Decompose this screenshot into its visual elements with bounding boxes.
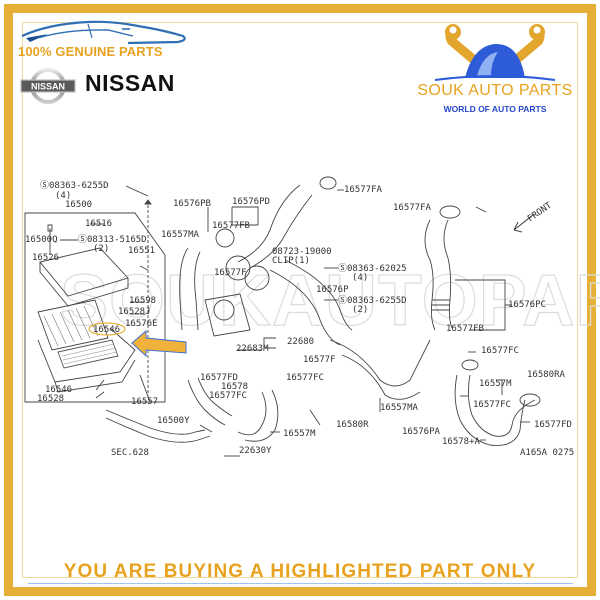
part-label: 16500Q (25, 235, 58, 245)
part-label: 16576PD (232, 197, 270, 207)
wrench-dome-icon (434, 24, 556, 81)
part-label: 16576E (125, 319, 158, 329)
part-label: 16577F (214, 268, 247, 278)
part-label: 16577FD (534, 420, 572, 430)
part-label: 16557MA (380, 403, 419, 413)
part-label: (4) (352, 273, 368, 283)
nissan-badge-text: NISSAN (31, 82, 65, 92)
front-label: FRONT (526, 200, 554, 224)
part-label: 16577FC (473, 400, 511, 410)
part-label: 16577FB (446, 324, 484, 334)
part-label: 16528J (118, 307, 151, 317)
make-name: NISSAN (85, 70, 175, 96)
part-label: SEC.628 (111, 448, 149, 458)
part-label: 16500 (65, 200, 92, 210)
part-label: 16576PA (402, 427, 441, 437)
part-label: 16551 (128, 246, 155, 256)
part-label: 16580R (336, 420, 369, 430)
part-label: 22680 (287, 337, 314, 347)
highlighted-part-label: 16546 (93, 325, 120, 335)
part-label: 16577FC (286, 373, 324, 383)
highlight-ring (88, 322, 126, 336)
part-label: 16516 (85, 219, 112, 229)
part-label: 16577FC (209, 391, 247, 401)
part-label: 16577FC (481, 346, 519, 356)
part-label: 16598 (129, 296, 156, 306)
part-label: 16578+A (442, 437, 481, 447)
part-label: 16578 (221, 382, 248, 392)
purchase-notice: YOU ARE BUYING A HIGHLIGHTED PART ONLY (63, 561, 537, 582)
part-label: 16557 (131, 397, 158, 407)
part-label: 16528 (37, 394, 64, 404)
part-label: 16577FA (344, 185, 383, 195)
part-label: Ⓢ08313-5165D (78, 234, 147, 245)
car-silhouette-icon (21, 20, 186, 45)
part-label: 16576P (316, 285, 349, 295)
front-arrow-icon (513, 213, 535, 233)
part-label: 08723-19000 (272, 247, 332, 257)
store-name: SOUK AUTO PARTS (417, 82, 573, 99)
part-label: 16577FB (212, 221, 250, 231)
part-label: Ⓢ08363-62025 (338, 263, 407, 274)
part-label: 16577FD (200, 373, 238, 383)
part-label: 22683M (236, 344, 269, 354)
part-label: 16557M (479, 379, 512, 389)
part-label: CLIP(1) (272, 256, 310, 266)
part-label: Ⓢ08363-6255D (40, 180, 109, 191)
nissan-badge-icon: NISSAN (20, 68, 76, 104)
part-label: 16577F (303, 355, 336, 365)
part-label: 22630Y (239, 446, 272, 456)
part-label: 16546 (45, 385, 72, 395)
store-subtitle: WORLD OF AUTO PARTS (443, 104, 547, 114)
part-label: 16557M (283, 429, 316, 439)
part-label: (2) (352, 305, 368, 315)
part-label: 16577FA (393, 203, 432, 213)
notice-underline (28, 583, 573, 584)
part-label: 16557MA (161, 230, 200, 240)
diagram-reference-code: A165A 0275 (520, 448, 574, 458)
part-label: 16526 (32, 253, 59, 263)
part-label: Ⓢ08363-6255D (338, 295, 407, 306)
part-label: (2) (93, 244, 109, 254)
part-label: 16576PC (508, 300, 546, 310)
highlight-pointer-arrow (131, 329, 187, 358)
part-label: 16576PB (173, 199, 211, 209)
part-label: 16580RA (527, 370, 566, 380)
part-label: 16500Y (157, 416, 190, 426)
part-label: (4) (55, 191, 71, 201)
genuine-parts-tagline: 100% GENUINE PARTS (18, 44, 163, 59)
